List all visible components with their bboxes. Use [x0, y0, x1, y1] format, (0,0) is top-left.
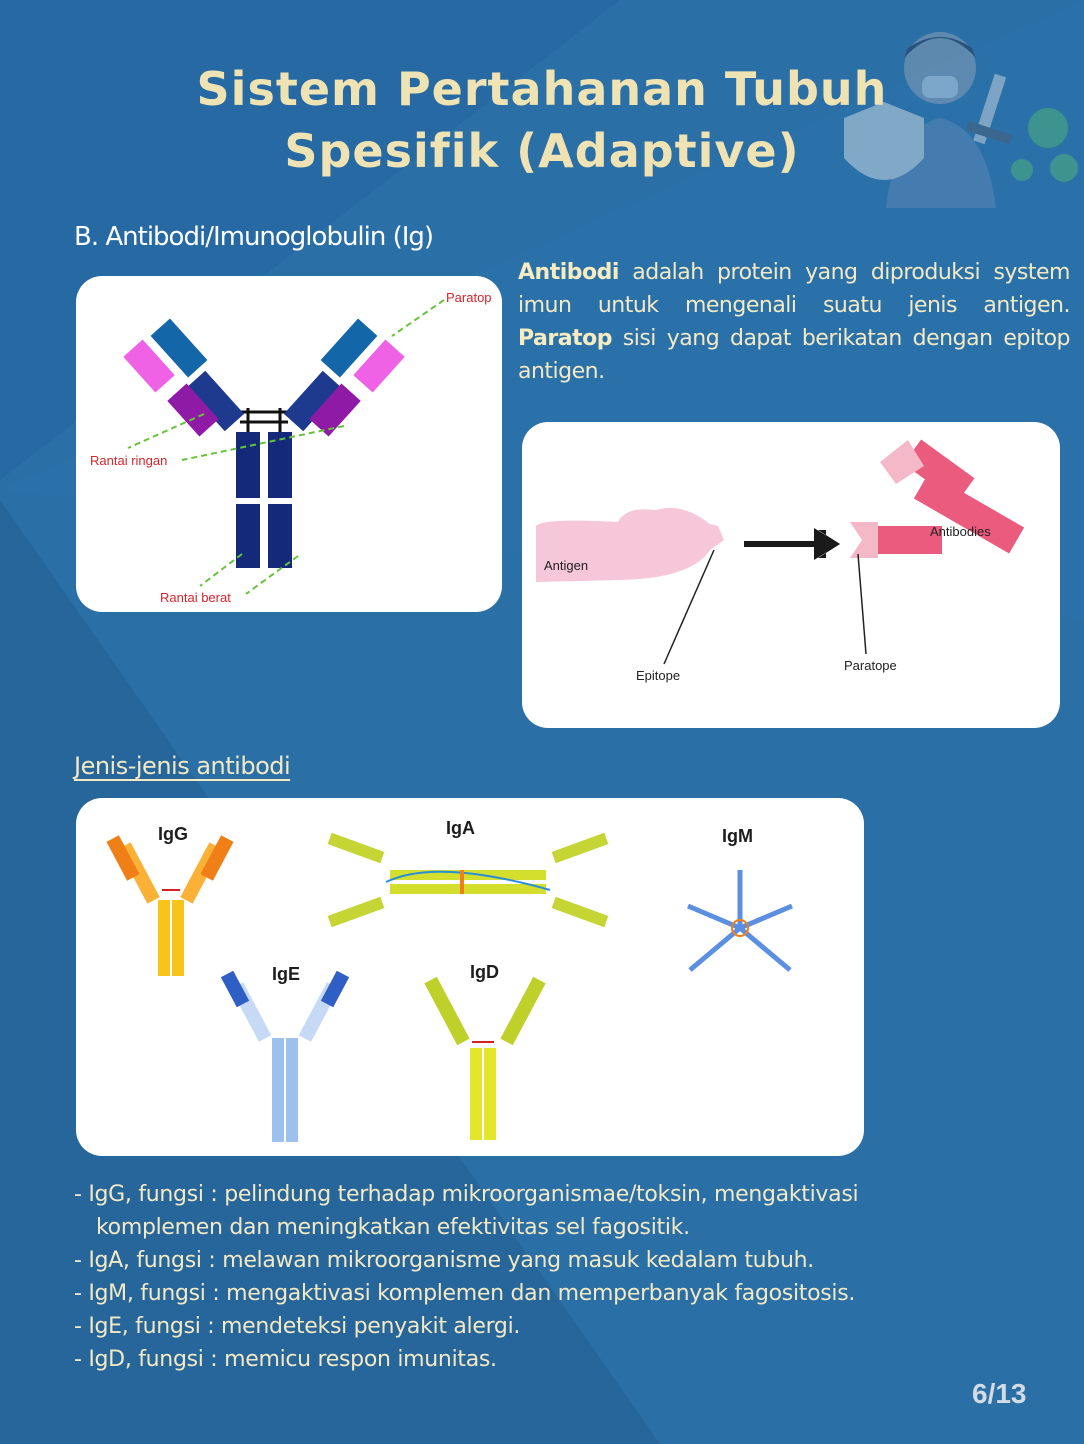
page-number: 6/13	[972, 1378, 1027, 1409]
igg-molecule: IgG	[106, 824, 234, 976]
page-title-line2: Spesifik (Adaptive)	[284, 124, 800, 178]
text-antibodi: adalah protein yang diproduksi system im…	[518, 260, 1071, 318]
term-antibodi: Antibodi	[518, 260, 619, 285]
label-ige: IgE	[272, 964, 300, 984]
label-igd: IgD	[470, 962, 499, 982]
hero-illustration	[844, 32, 1078, 208]
label-paratop: Paratop	[446, 290, 492, 305]
term-paratop: Paratop	[518, 326, 612, 351]
label-antigen: Antigen	[544, 558, 588, 573]
label-igm: IgM	[722, 826, 753, 846]
text-paratop: sisi yang dapat berikatan dengan epitop …	[518, 326, 1071, 384]
function-item-igd: - IgD, fungsi : memicu respon imunitas.	[74, 1347, 497, 1372]
label-iga: IgA	[446, 818, 475, 838]
function-item-iga: - IgA, fungsi : melawan mikroorganisme y…	[74, 1248, 814, 1273]
antibody-structure-figure: Paratop Rantai ringan Rantai berat	[76, 276, 502, 612]
label-paratope: Paratope	[844, 658, 897, 673]
function-item-ige: - IgE, fungsi : mendeteksi penyakit aler…	[74, 1314, 521, 1339]
label-heavy-chain: Rantai berat	[160, 590, 231, 605]
page-title-line1: Sistem Pertahanan Tubuh	[196, 62, 888, 116]
function-item-igg: - IgG, fungsi : pelindung terhadap mikro…	[74, 1182, 859, 1240]
igm-molecule	[687, 870, 793, 972]
antigen-binding-figure: Antigen Antibodies Epitope Paratope	[522, 422, 1060, 728]
label-light-chain: Rantai ringan	[90, 453, 167, 468]
function-item-igm: - IgM, fungsi : mengaktivasi komplemen d…	[74, 1281, 856, 1306]
igd-molecule: IgD	[424, 962, 546, 1140]
antibody-types-heading: Jenis-jenis antibodi	[74, 752, 291, 780]
label-epitope: Epitope	[636, 668, 680, 683]
antibody-types-figure: IgG IgA IgM	[76, 798, 864, 1156]
label-antibodies: Antibodies	[930, 524, 991, 539]
label-igg: IgG	[158, 824, 188, 844]
antibody-functions-list: - IgG, fungsi : pelindung terhadap mikro…	[74, 1178, 954, 1376]
section-heading: B. Antibodi/Imunoglobulin (Ig)	[74, 222, 434, 252]
description-paragraph: Antibodi adalah protein yang diproduksi …	[518, 256, 1071, 388]
iga-molecule: IgA	[327, 818, 609, 928]
ige-molecule: IgE	[220, 964, 350, 1142]
